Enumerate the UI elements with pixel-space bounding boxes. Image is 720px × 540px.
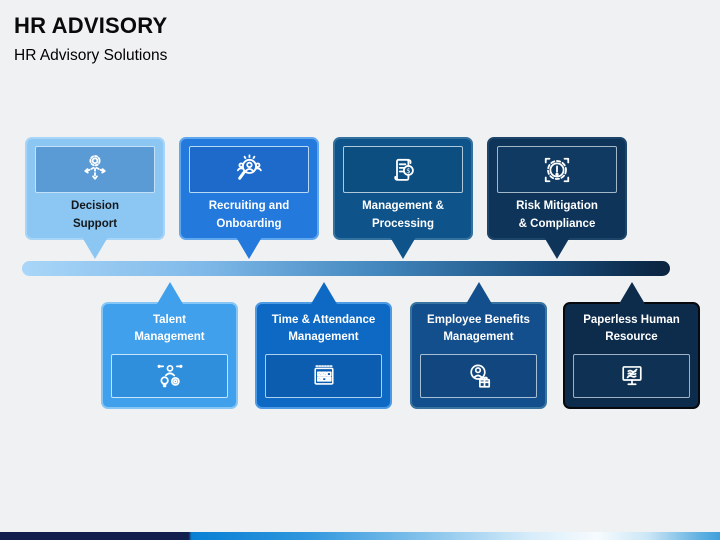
box-paperless-human-resource: Paperless Human Resource <box>563 282 700 409</box>
gear-arrows-icon <box>84 154 106 180</box>
box-risk-mitigation-compliance: Risk Mitigation & Compliance <box>487 137 627 259</box>
box-label: Decision Support <box>71 200 119 230</box>
svg-text:$: $ <box>406 166 410 174</box>
box-employee-benefits-management: Employee Benefits Management <box>410 282 547 409</box>
box-pointer <box>310 282 337 304</box>
box-label: Risk Mitigation & Compliance <box>516 200 598 230</box>
timeline-bar <box>22 261 670 276</box>
icon-panel <box>111 354 228 398</box>
icon-panel <box>265 354 382 398</box>
box-decision-support: Decision Support <box>25 137 165 259</box>
box-pointer <box>82 237 108 259</box>
box-pointer <box>156 282 183 304</box>
icon-panel <box>573 354 690 398</box>
gear-alert-icon <box>544 157 570 182</box>
box-label: Employee Benefits Management <box>427 313 530 343</box>
icon-panel <box>35 146 155 193</box>
box-label: Paperless Human Resource <box>583 313 680 343</box>
box-label: Management & Processing <box>362 200 444 230</box>
page-title: HR ADVISORY <box>14 13 168 38</box>
box-pointer <box>618 282 645 304</box>
box-time-attendance-management: Time & Attendance Management <box>255 282 392 409</box>
payroll-document-icon: $ <box>394 158 414 181</box>
box-talent-management: Talent Management <box>101 282 238 409</box>
icon-panel <box>189 146 309 193</box>
page-subtitle: HR Advisory Solutions <box>14 47 168 64</box>
paperless-monitor-icon <box>621 366 642 386</box>
box-label: Time & Attendance Management <box>271 313 376 343</box>
box-pointer <box>236 237 262 259</box>
person-idea-target-icon <box>157 364 182 388</box>
people-search-icon <box>237 153 262 180</box>
employee-gift-icon <box>469 364 490 388</box>
box-recruiting-onboarding: Recruiting and Onboarding <box>179 137 319 259</box>
box-pointer <box>544 237 570 259</box>
box-label: Talent Management <box>134 313 205 343</box>
icon-panel: $ <box>343 146 463 193</box>
calendar-checks-icon <box>313 365 334 385</box>
box-label: Recruiting and Onboarding <box>208 200 290 230</box>
icon-panel <box>497 146 617 193</box>
box-pointer <box>390 237 416 259</box>
box-management-processing: $ Management & Processing <box>333 137 473 259</box>
box-pointer <box>465 282 492 304</box>
bottom-accent-strip <box>0 532 720 540</box>
icon-panel <box>420 354 537 398</box>
